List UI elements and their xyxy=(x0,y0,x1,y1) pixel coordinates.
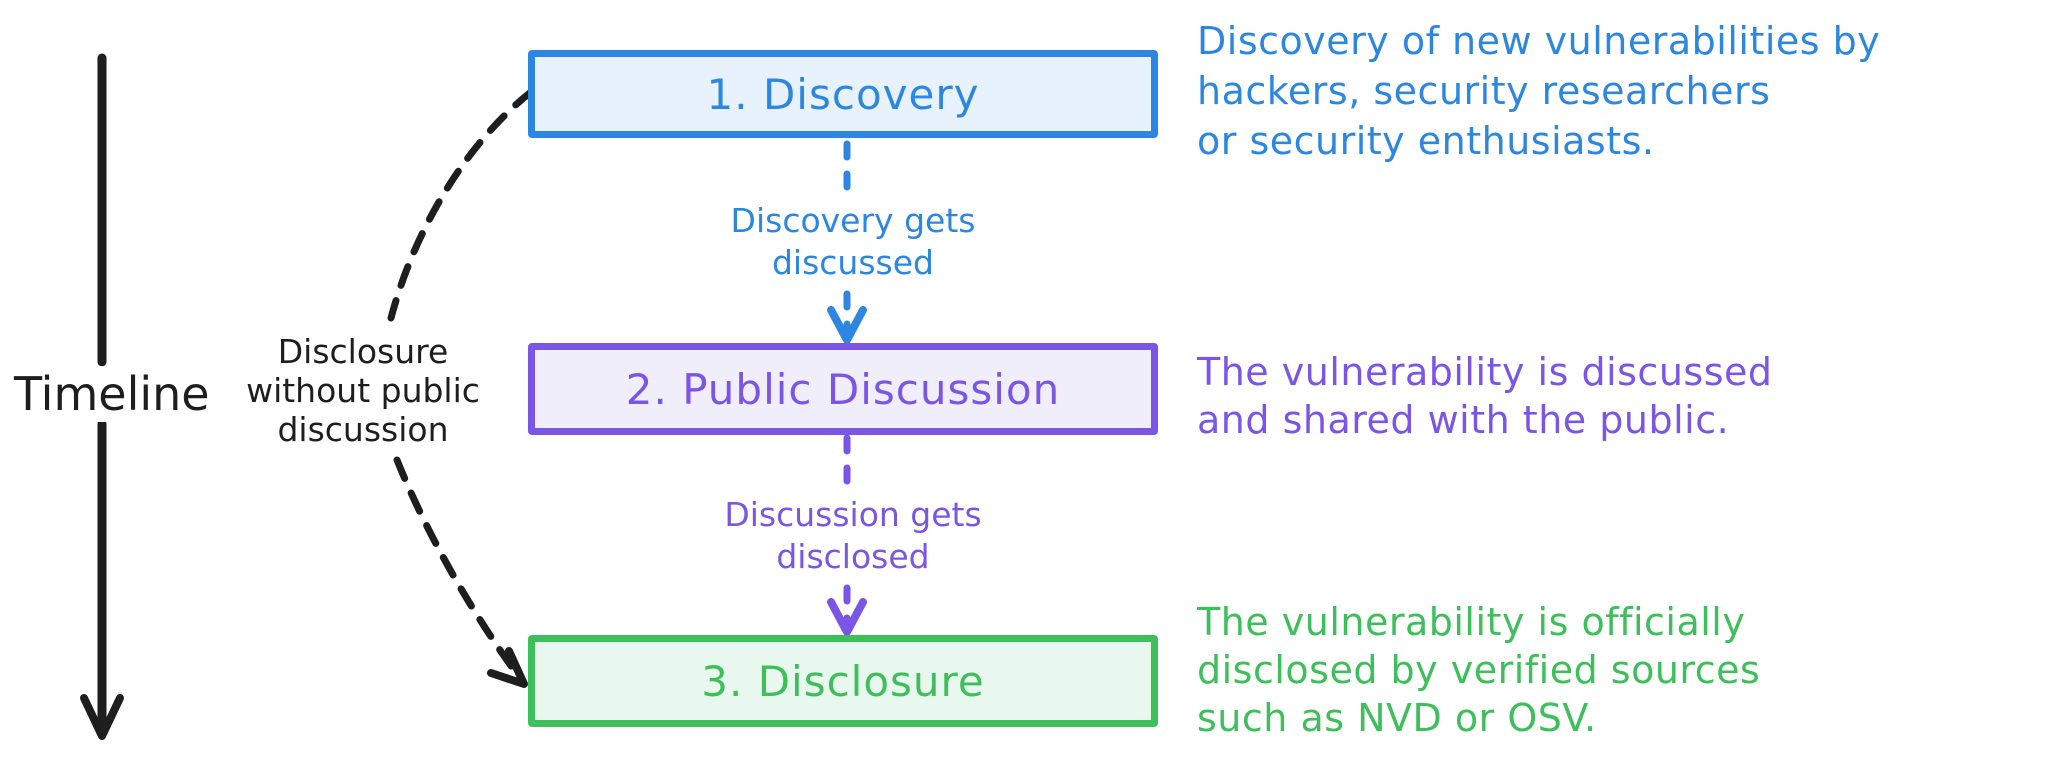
step-box-discovery-label: 1. Discovery xyxy=(706,69,980,119)
annotation-disclosure-line: disclosed by verified sources xyxy=(1197,648,1761,692)
annotation-discovery-line: Discovery of new vulnerabilities by xyxy=(1197,19,1881,63)
transition-1-label: Discovery gets discussed xyxy=(672,198,1034,286)
step-box-disclosure-label: 3. Disclosure xyxy=(701,656,985,706)
bypass-label: Disclosure without public discussion xyxy=(216,330,510,451)
step-box-discovery: 1. Discovery xyxy=(528,50,1158,138)
annotation-disclosure-line: The vulnerability is officially xyxy=(1197,600,1746,644)
annotation-public-discussion: The vulnerability is discussed and share… xyxy=(1197,348,2042,444)
annotation-public-discussion-line: The vulnerability is discussed xyxy=(1197,350,1773,394)
step-box-disclosure: 3. Disclosure xyxy=(528,635,1158,727)
annotation-discovery-line: hackers, security researchers xyxy=(1197,69,1771,113)
timeline-arrowhead-icon xyxy=(80,694,124,740)
timeline-label: Timeline xyxy=(8,366,212,422)
transition-2-label: Discussion gets disclosed xyxy=(672,492,1034,580)
annotation-discovery-line: or security enthusiasts. xyxy=(1197,119,1655,163)
transition-2-label-line: Discussion gets xyxy=(724,495,982,534)
annotation-disclosure: The vulnerability is officially disclose… xyxy=(1197,598,2042,742)
bypass-label-line: discussion xyxy=(277,410,449,449)
bypass-connector-bottom xyxy=(393,456,521,678)
bypass-label-line: Disclosure xyxy=(277,332,449,371)
bypass-connector-top xyxy=(387,88,535,322)
transition-1-label-line: discussed xyxy=(771,243,934,282)
annotation-disclosure-line: such as NVD or OSV. xyxy=(1197,696,1597,740)
transition-1-label-line: Discovery gets xyxy=(730,201,976,240)
bypass-label-line: without public xyxy=(246,371,480,410)
annotation-discovery: Discovery of new vulnerabilities by hack… xyxy=(1197,16,2042,166)
transition-2-label-line: disclosed xyxy=(776,537,930,576)
bypass-arrowhead-icon xyxy=(487,647,528,688)
transition-arrowhead-2-icon xyxy=(827,598,867,636)
step-box-public-discussion-label: 2. Public Discussion xyxy=(625,364,1061,414)
annotation-public-discussion-line: and shared with the public. xyxy=(1197,398,1730,442)
step-box-public-discussion: 2. Public Discussion xyxy=(528,343,1158,435)
transition-arrowhead-1-icon xyxy=(827,306,867,344)
